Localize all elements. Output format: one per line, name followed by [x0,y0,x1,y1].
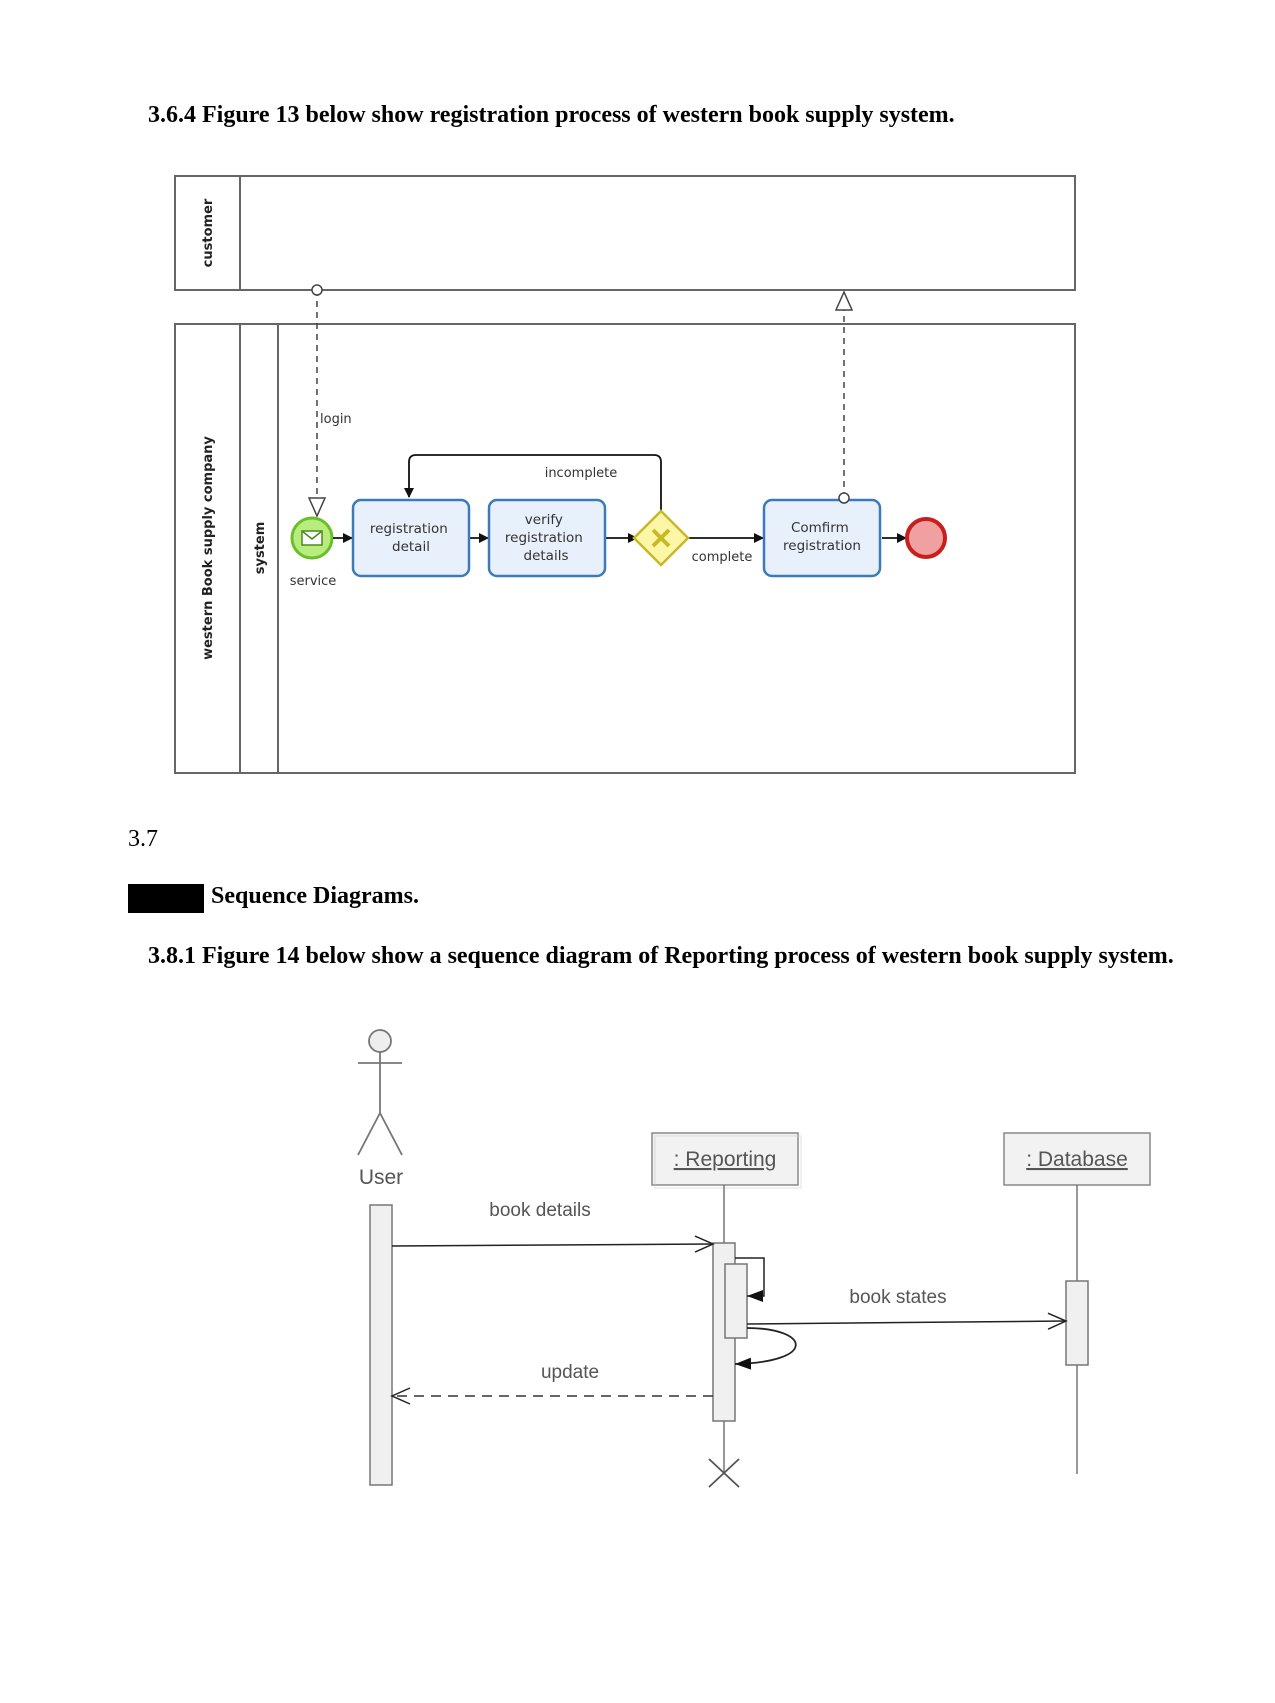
end-event [905,517,947,559]
figure-13-caption: 3.6.4 Figure 13 below show registration … [148,102,955,128]
task-registration-detail: registration detail [351,498,471,578]
envelope-icon [301,530,323,546]
incomplete-flow-label: incomplete [545,466,618,481]
section-number: 3.7 [128,826,158,852]
incomplete-flow [404,454,662,512]
customer-pool-label: customer [201,198,216,267]
redaction-block [128,884,204,913]
svg-text:Comfirm registration: Comfirm registration [783,520,861,554]
svg-text:registration detail: registration detail [370,521,452,555]
customer-pool [174,175,1076,291]
task-verify-registration: verify registration details [487,498,607,578]
start-event-label: service [290,574,337,589]
task-confirm-registration: Comfirm registration [762,498,882,578]
exclusive-gateway [632,509,690,567]
company-pool-label: western Book supply company [201,436,216,660]
x-icon [651,528,671,548]
svg-text:verify registration: verify registration details [505,512,587,564]
login-flow-label: login [320,412,352,427]
figure-14-caption: 3.8.1 Figure 14 below show a sequence di… [148,943,1174,969]
complete-flow-label: complete [692,550,753,565]
section-title: Sequence Diagrams. [211,883,419,909]
system-lane-label: system [253,522,268,575]
